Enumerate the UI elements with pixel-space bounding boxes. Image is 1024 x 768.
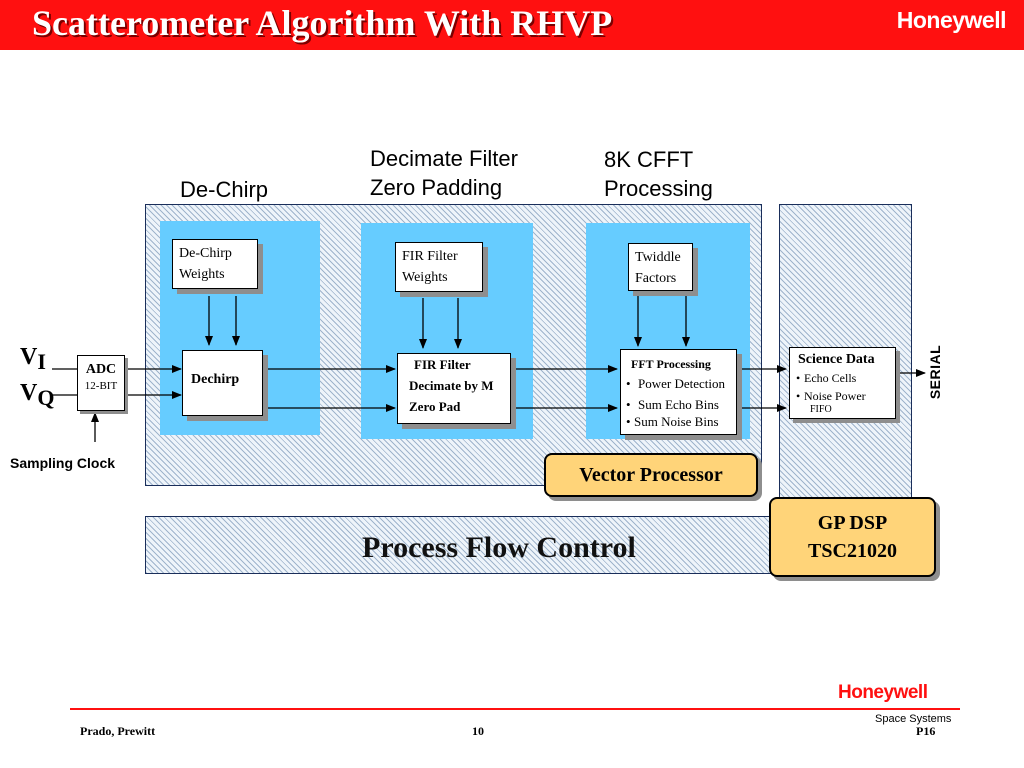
adc-title: ADC [85, 362, 117, 377]
cfft-stage-label-line1: 8K CFFT [604, 147, 694, 172]
science-fifo: FIFO [810, 404, 832, 415]
twiddle-factors-block: Twiddle Factors [628, 243, 693, 291]
serial-label: SERIAL [927, 344, 943, 400]
dechirp-weights-line1: De-Chirp [179, 246, 232, 261]
science-item-echo-cells: •Echo Cells [796, 371, 857, 385]
adc-subtitle: 12-BIT [84, 380, 118, 392]
process-flow-region [145, 516, 779, 574]
brand-logo: Honeywell [896, 7, 1007, 33]
adc-block: ADC 12-BIT [77, 355, 125, 411]
footer-page-number: 10 [472, 724, 484, 738]
vq-label: VQ [20, 380, 54, 410]
science-data-block: Science Data •Echo Cells •Noise Power FI… [789, 347, 896, 419]
science-title: Science Data [798, 352, 875, 367]
twiddle-line1: Twiddle [635, 250, 681, 265]
title-bar [0, 0, 1024, 50]
dechirp-weights-line2: Weights [179, 267, 225, 282]
decimate-stage-label-line2: Zero Padding [370, 175, 503, 200]
vector-processor-callout: Vector Processor [544, 453, 758, 497]
footer-division: Space Systems [875, 713, 952, 725]
gp-dsp-line2: TSC21020 [808, 540, 897, 562]
science-item-noise-power: •Noise Power [796, 389, 866, 403]
fir-weights-line1: FIR Filter [402, 249, 458, 264]
fir-filter-line3: Zero Pad [409, 399, 461, 414]
dechirp-label: Dechirp [191, 372, 240, 387]
slide-title: Scatterometer Algorithm With RHVP [32, 3, 613, 43]
fft-item-label: Power Detection [638, 376, 726, 391]
fft-item-power-detection: •Power Detection [626, 376, 726, 391]
decimate-stage-label: Decimate Filter Zero Padding [370, 144, 518, 202]
footer-divider [70, 708, 960, 710]
dechirp-weights-block: De-Chirp Weights [172, 239, 258, 289]
fir-filter-block: FIR Filter Decimate by M Zero Pad [397, 353, 511, 424]
vi-label-main: V [20, 344, 38, 370]
fir-weights-block: FIR Filter Weights [395, 242, 483, 292]
vq-label-sub: Q [37, 385, 55, 410]
footer-brand-logo: Honeywell [838, 682, 928, 703]
fir-weights-line2: Weights [402, 270, 448, 285]
fft-item-sum-noise-bins: •Sum Noise Bins [626, 414, 719, 429]
vq-label-main: V [20, 380, 38, 406]
cfft-stage-label-line2: Processing [604, 176, 713, 201]
gp-dsp-callout: GP DSP TSC21020 [769, 497, 936, 577]
vi-label: VI [20, 344, 46, 374]
science-item-label: Noise Power [804, 389, 866, 403]
footer-authors: Prado, Prewitt [80, 724, 156, 738]
fft-processing-block: FFT Processing •Power Detection •Sum Ech… [620, 349, 737, 435]
sampling-clock-label: Sampling Clock [10, 455, 116, 471]
vi-label-sub: I [37, 349, 46, 374]
fir-filter-line2: Decimate by M [409, 378, 494, 393]
twiddle-line2: Factors [635, 271, 677, 286]
gp-dsp-line1: GP DSP [817, 512, 888, 534]
process-flow-control-label: Process Flow Control [362, 531, 636, 564]
footer-slide-id: P16 [916, 724, 936, 738]
cfft-stage-label: 8K CFFT Processing [604, 145, 713, 203]
fft-title: FFT Processing [631, 357, 711, 371]
dechirp-block: Dechirp [182, 350, 263, 416]
fft-item-label: Sum Noise Bins [634, 414, 719, 429]
science-item-label: Echo Cells [804, 371, 857, 385]
fft-item-label: Sum Echo Bins [638, 397, 719, 412]
dechirp-stage-label: De-Chirp [180, 177, 269, 202]
decimate-stage-label-line1: Decimate Filter [370, 146, 518, 171]
fir-filter-line1: FIR Filter [414, 357, 471, 372]
fft-item-sum-echo-bins: •Sum Echo Bins [626, 397, 719, 412]
